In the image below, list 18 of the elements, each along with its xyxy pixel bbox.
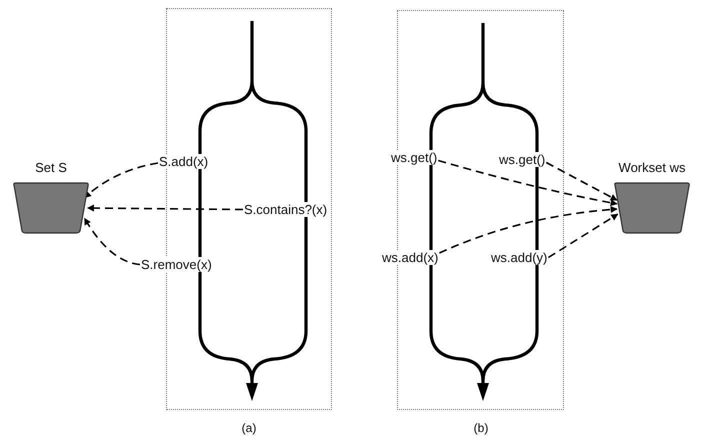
operation-label: S.contains?(x) [243,202,328,217]
dashed-arrow [84,162,158,198]
operation-label: ws.add(x) [381,250,440,265]
operation-label: ws.get() [498,152,546,167]
store-title: Set S [35,160,67,176]
dashed-arrow [439,206,618,254]
dashed-arrow [546,162,618,201]
operation-label: S.add(x) [158,154,210,169]
panel-caption: (a) [242,421,256,435]
panel-caption: (b) [474,421,488,435]
dashed-arrow [84,218,140,266]
dashed-arrow [548,214,618,258]
operation-label: ws.add(y) [490,250,548,265]
operation-label: ws.get() [390,150,438,165]
store-title: Workset ws [618,160,686,176]
operation-label: S.remove(x) [140,257,213,272]
dashed-arrow [438,160,618,206]
dashed-arrow [86,204,243,212]
